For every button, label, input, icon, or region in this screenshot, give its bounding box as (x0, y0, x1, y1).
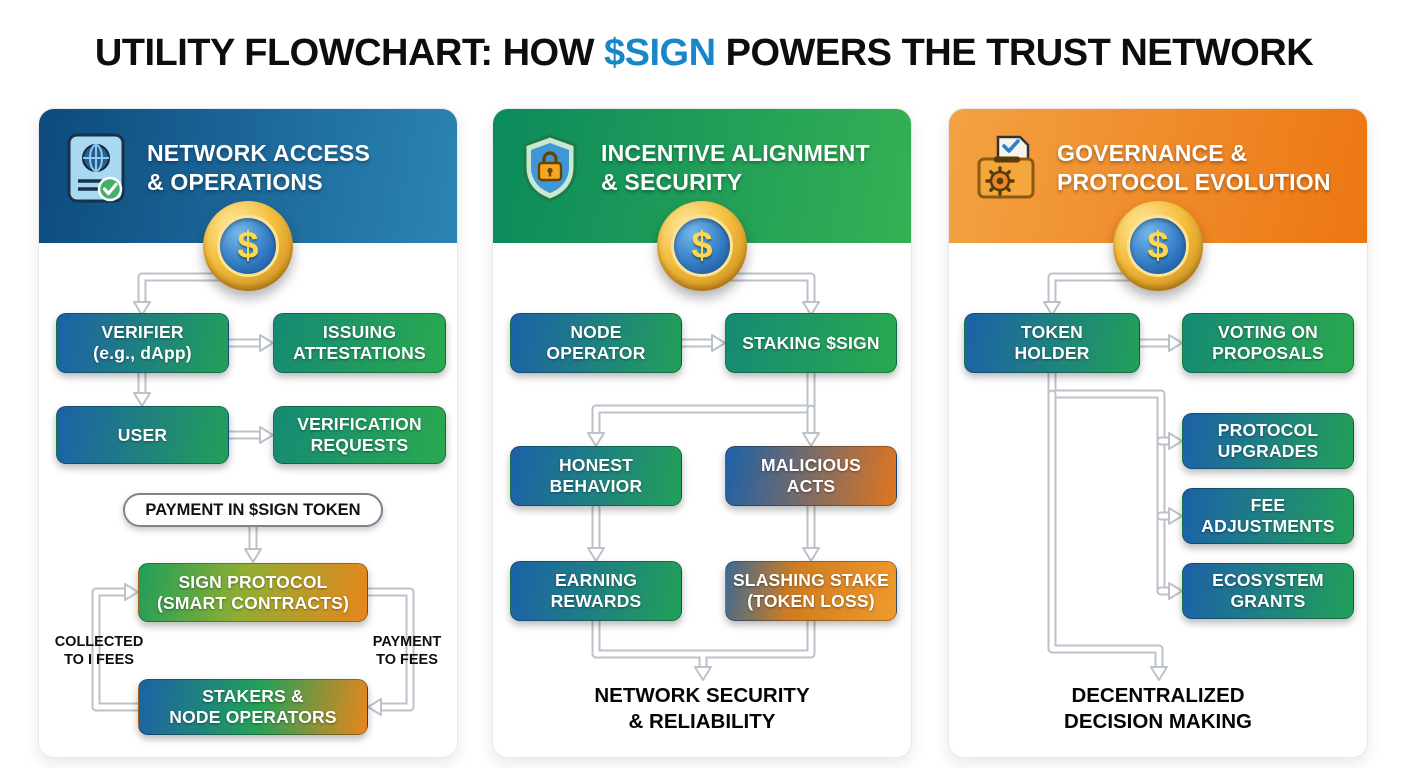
panel-title-line: INCENTIVE ALIGNMENT (601, 140, 870, 167)
node-label-line: ADJUSTMENTS (1201, 516, 1335, 536)
panel-incentive-security: INCENTIVE ALIGNMENT & SECURITY $ (492, 108, 912, 758)
page-title: UTILITY FLOWCHART: HOW $SIGN POWERS THE … (0, 32, 1408, 75)
node-label-line: HONEST (558, 455, 634, 476)
sign-coin-icon: $ (1113, 201, 1203, 291)
node-voting-on-proposals: VOTING ON PROPOSALS (1182, 313, 1354, 373)
node-label-line: (SMART CONTRACTS) (157, 592, 349, 613)
outcome-line: & RELIABILITY (628, 709, 776, 733)
node-label-line: HOLDER (1014, 343, 1090, 363)
title-token: $SIGN (604, 32, 716, 74)
node-label-line: ATTESTATIONS (293, 343, 426, 363)
node-fee-adjustments: FEE ADJUSTMENTS (1182, 488, 1354, 544)
node-label-line: UPGRADES (1217, 441, 1319, 461)
coin-inner: $ (671, 215, 733, 277)
outcome-line: DECISION MAKING (1064, 709, 1252, 733)
dollar-symbol: $ (1147, 224, 1169, 267)
node-label-line: (TOKEN LOSS) (747, 591, 875, 611)
node-label-line: NODE (570, 322, 622, 343)
fee-label-line: COLLECTED (54, 634, 144, 650)
node-label-line: STAKING $SIGN (742, 332, 880, 353)
node-staking-sign: STAKING $SIGN (725, 313, 897, 373)
panel-title-line: PROTOCOL EVOLUTION (1057, 169, 1331, 195)
label-collected-fees: COLLECTED TO I FEES (47, 633, 151, 669)
node-label-line: NODE OPERATORS (169, 707, 337, 727)
payment-in-sign-token-pill: PAYMENT IN $SIGN TOKEN (123, 493, 383, 527)
coin-inner: $ (217, 215, 279, 277)
node-label-line: REWARDS (550, 591, 642, 611)
outcome-line: DECENTRALIZED (1071, 684, 1245, 707)
node-node-operator: NODE OPERATOR (510, 313, 682, 373)
node-label-line: SLASHING STAKE (732, 570, 890, 591)
fee-label-line: TO I FEES (64, 652, 134, 669)
node-malicious-acts: MALICIOUS ACTS (725, 446, 897, 506)
coin-inner: $ (1127, 215, 1189, 277)
node-verifier: VERIFIER (e.g., dApp) (56, 313, 229, 373)
passport-globe-check-icon (63, 131, 129, 205)
panel-title-line: & OPERATIONS (147, 169, 323, 195)
node-ecosystem-grants: ECOSYSTEM GRANTS (1182, 563, 1354, 619)
panel-title: NETWORK ACCESS & OPERATIONS (147, 139, 370, 197)
node-token-holder: TOKEN HOLDER (964, 313, 1140, 373)
node-label-line: VOTING ON (1218, 322, 1318, 343)
panel-title: GOVERNANCE & PROTOCOL EVOLUTION (1057, 139, 1331, 197)
node-label-line: REQUESTS (310, 435, 409, 455)
label-payment-fees: PAYMENT TO FEES (357, 633, 457, 669)
dollar-symbol: $ (237, 224, 259, 267)
ballot-box-gear-icon (973, 131, 1039, 205)
node-label-line: FEE (1250, 495, 1286, 516)
node-label-line: TOKEN (1021, 322, 1083, 343)
sign-coin-icon: $ (657, 201, 747, 291)
node-label-line: MALICIOUS (761, 455, 861, 476)
node-label-line: (e.g., dApp) (93, 343, 192, 363)
shield-lock-icon (517, 131, 583, 205)
node-label-line: ECOSYSTEM (1212, 570, 1324, 591)
node-label-line: STAKERS & (202, 686, 304, 707)
node-slashing-stake: SLASHING STAKE (TOKEN LOSS) (725, 561, 897, 621)
node-user: USER (56, 406, 229, 464)
outcome-line: NETWORK SECURITY (594, 684, 810, 707)
node-label-line: EARNING (554, 570, 638, 591)
node-label-line: USER (117, 424, 168, 445)
panel-governance: GOVERNANCE & PROTOCOL EVOLUTION $ (948, 108, 1368, 758)
outcome-decentralized-decisions: DECENTRALIZED DECISION MAKING (949, 683, 1367, 734)
title-post: POWERS THE TRUST NETWORK (715, 32, 1314, 74)
fee-label-line: PAYMENT (372, 634, 442, 650)
dollar-symbol: $ (691, 224, 713, 267)
outcome-network-security: NETWORK SECURITY & RELIABILITY (493, 683, 911, 734)
node-label-line: BEHAVIOR (549, 476, 643, 496)
node-label-line: SIGN PROTOCOL (178, 571, 328, 592)
node-label-line: VERIFIER (101, 322, 184, 343)
sign-coin-icon: $ (203, 201, 293, 291)
node-label-line: VERIFICATION (297, 414, 422, 435)
title-pre: UTILITY FLOWCHART: HOW (94, 32, 604, 74)
node-label-line: ACTS (786, 476, 836, 496)
fee-label-line: TO FEES (376, 652, 438, 669)
node-sign-protocol: SIGN PROTOCOL (SMART CONTRACTS) (138, 563, 368, 622)
node-honest-behavior: HONEST BEHAVIOR (510, 446, 682, 506)
node-label-line: PROTOCOL (1217, 420, 1319, 441)
node-label-line: OPERATOR (546, 343, 646, 363)
panel-title-line: NETWORK ACCESS (147, 140, 371, 167)
pill-label: PAYMENT IN $SIGN TOKEN (145, 500, 361, 519)
panel-title-line: GOVERNANCE & (1057, 140, 1248, 167)
panel-title: INCENTIVE ALIGNMENT & SECURITY (601, 139, 870, 197)
node-label-line: GRANTS (1230, 591, 1306, 611)
node-label-line: ISSUING (322, 322, 397, 343)
node-verification-requests: VERIFICATION REQUESTS (273, 406, 446, 464)
node-issuing-attestations: ISSUING ATTESTATIONS (273, 313, 446, 373)
node-protocol-upgrades: PROTOCOL UPGRADES (1182, 413, 1354, 469)
panel-network-access: NETWORK ACCESS & OPERATIONS $ (38, 108, 458, 758)
node-earning-rewards: EARNING REWARDS (510, 561, 682, 621)
panel-title-line: & SECURITY (601, 169, 743, 195)
node-label-line: PROPOSALS (1212, 343, 1324, 363)
node-stakers-node-operators: STAKERS & NODE OPERATORS (138, 679, 368, 735)
